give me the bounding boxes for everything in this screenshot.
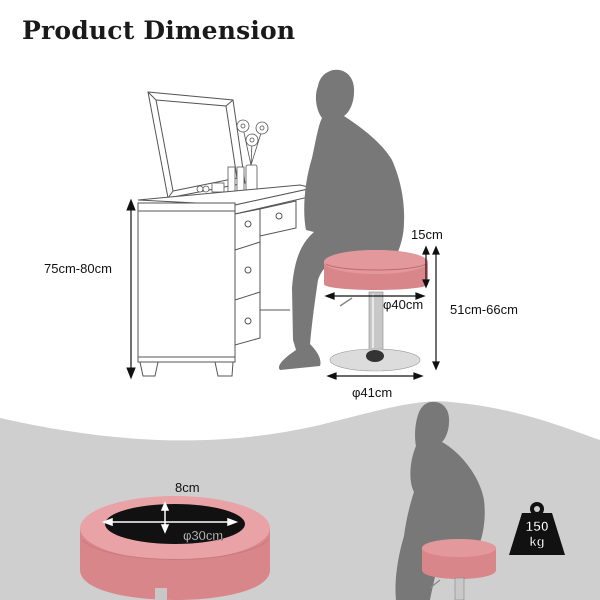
flower-vase-icon: [236, 119, 269, 192]
weight-capacity-icon: [509, 502, 565, 555]
stool-dimension-arrows: [324, 245, 440, 380]
cushion-closeup: [80, 496, 270, 600]
seat-thickness-label: 15cm: [411, 227, 443, 242]
seated-person-silhouette: [278, 69, 405, 370]
stool-height-label: 51cm-66cm: [450, 302, 518, 317]
cushion-dimension-arrows: [101, 501, 239, 534]
vanity-table: [137, 184, 314, 377]
page-title: Product Dimension: [22, 16, 296, 45]
weight-capacity-unit: kg: [529, 534, 545, 550]
stool-small: [422, 539, 496, 600]
seat-diameter-label: φ40cm: [383, 297, 424, 312]
base-diameter-label: φ41cm: [352, 385, 393, 400]
vanity-height-label: 75cm-80cm: [44, 261, 112, 276]
weight-capacity-value: 150: [525, 518, 549, 535]
cushion-thickness-label: 8cm: [175, 480, 200, 495]
stool-front-view: [324, 250, 428, 372]
vanity-height-arrow: [126, 198, 136, 380]
cushion-diameter-label: φ30cm: [183, 528, 224, 544]
